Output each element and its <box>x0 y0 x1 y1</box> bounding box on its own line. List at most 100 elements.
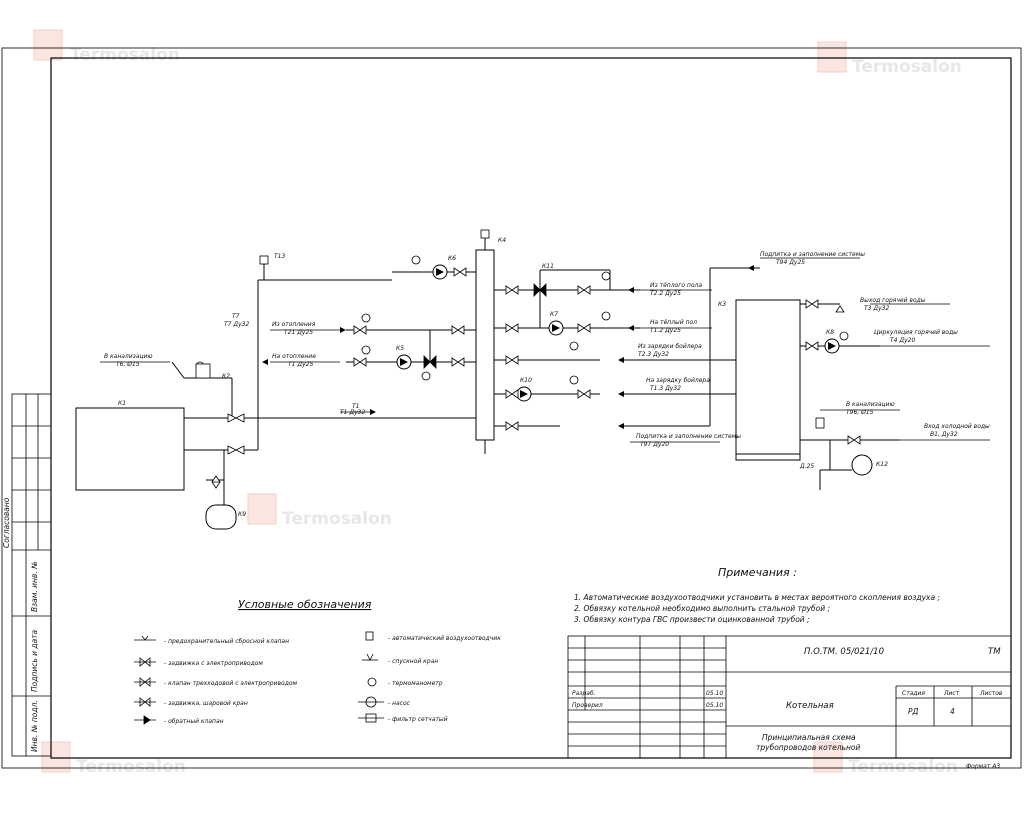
sheet-format: Формат А3 <box>966 763 1000 770</box>
legend-item-7: - спускной кран <box>388 658 438 665</box>
label-k11: К11 <box>542 263 554 270</box>
label-makeup-bottom: Подпитка и заполнение системы <box>636 433 741 440</box>
watermark-text: Termosalon <box>70 45 180 65</box>
legend-title: Условные обозначения <box>238 598 372 611</box>
watermark-top-right: Termosalon <box>817 41 962 77</box>
watermark-bottom-right: Termosalon <box>813 741 958 777</box>
label-cold-water-in: Вход холодной воды <box>924 423 990 430</box>
valve-symbols <box>211 267 861 489</box>
title-date-2: 05.10 <box>706 702 723 709</box>
piping-lines <box>75 236 900 505</box>
drawing-title-line-1: Принципиальная схема <box>762 733 856 742</box>
label-makeup-top: Подпитка и заполнение системы <box>760 251 865 258</box>
watermark-text: Termosalon <box>76 757 186 777</box>
legend-item-5: - обратный клапан <box>164 718 224 725</box>
side-stamp <box>11 393 52 757</box>
legend-item-6: - автоматический воздухоотводчик <box>388 635 501 642</box>
watermark-bottom-left: Termosalon <box>41 741 186 777</box>
legend-item-2: - задвижка с электроприводом <box>164 660 263 667</box>
legend-item-1: - предохранительный сбросной клапан <box>164 638 289 645</box>
watermark-top-left: Termosalon <box>33 29 180 65</box>
label-to-boiler-charge: На зарядку бойлера <box>646 377 710 384</box>
boiler-tank-k3 <box>735 299 801 461</box>
title-stage-header: Стадия <box>902 690 925 697</box>
pump-arrows <box>400 268 836 398</box>
watermark-text: Termosalon <box>282 509 392 529</box>
label-k5: К5 <box>396 345 404 352</box>
label-cold-water-in-spec: В1, Ду32 <box>930 431 958 438</box>
label-t1-spec: Т1 Ду32 <box>340 409 365 416</box>
title-doc-code: П.О.ТМ. 05/021/10 <box>804 647 884 657</box>
label-from-floor: Из тёплого пола <box>650 282 702 289</box>
label-k1: К1 <box>118 400 126 407</box>
label-k4: К4 <box>498 237 506 244</box>
three-way-valves <box>423 283 547 369</box>
title-date-1: 05.10 <box>706 690 723 697</box>
label-sewer-right-spec: Т96, Ø15 <box>846 409 874 416</box>
label-from-floor-spec: Т2.2 Ду25 <box>650 290 681 297</box>
label-pipe-d25: Д.25 <box>799 463 814 470</box>
title-sheet-header: Лист <box>943 690 960 697</box>
legend-symbols <box>134 631 384 725</box>
watermark-middle: Termosalon <box>247 493 392 529</box>
side-label-sign-date: Подпись и дата <box>30 629 39 692</box>
label-to-floor-spec: Т1.2 Ду25 <box>650 327 681 334</box>
label-sewer-left: В канализацию <box>104 353 153 360</box>
legend-item-4: - задвижка, шаровой кран <box>164 700 248 707</box>
label-sewer-left-spec: Т6, Ø15 <box>116 361 140 368</box>
side-label-agreed: Согласовано <box>2 497 11 548</box>
label-k3: К3 <box>718 301 726 308</box>
label-k8: К8 <box>826 329 834 336</box>
legend-item-9: - насос <box>388 700 411 707</box>
title-role-2: Проверил <box>572 702 603 709</box>
label-t7: Т7 <box>232 313 240 320</box>
collector-k4 <box>475 249 495 441</box>
title-block-grid <box>567 635 1012 759</box>
label-k9: К9 <box>238 511 246 518</box>
label-to-heating-spec: Т1 Ду25 <box>288 361 313 368</box>
label-k12: К12 <box>876 461 888 468</box>
label-t13: Т13 <box>274 253 285 260</box>
side-label-inv-orig: Инв. № подл. <box>30 700 39 752</box>
note-2: 2. Обвязку котельной необходимо выполнит… <box>574 604 830 613</box>
label-from-heating: Из отопления <box>272 321 316 328</box>
boiler-k1 <box>75 407 185 491</box>
label-to-heating: На отопление <box>272 353 316 360</box>
watermark-text: Termosalon <box>848 757 958 777</box>
label-hot-water-out-spec: Т3 Ду32 <box>864 305 889 312</box>
side-label-inv-replace: Взам. инв. № <box>30 561 39 612</box>
title-mark: ТМ <box>988 647 1001 657</box>
label-hot-water-circ-spec: Т4 Ду20 <box>890 337 915 344</box>
label-k2: К2 <box>222 373 230 380</box>
label-t7-spec: Т7 Ду32 <box>224 321 249 328</box>
legend-item-10: - фильтр сетчатый <box>388 716 448 723</box>
label-from-heating-spec: Т21 Ду25 <box>284 329 313 336</box>
legend-item-3: - клапан трехходовой с электроприводом <box>164 680 298 687</box>
watermark-text: Termosalon <box>852 57 962 77</box>
legend-item-8: - термоманометр <box>388 680 443 687</box>
title-stage: РД <box>908 707 919 716</box>
label-to-boiler-charge-spec: Т1.3 Ду32 <box>650 385 681 392</box>
drawing-title-line-2: трубопроводов котельной <box>756 743 860 752</box>
title-object: Котельная <box>786 701 834 711</box>
note-1: 1. Автоматические воздухоотводчики устан… <box>574 593 940 602</box>
label-to-floor: На тёплый пол <box>650 319 697 326</box>
title-sheets-header: Листов <box>979 690 1003 697</box>
label-makeup-bottom-spec: Т97 Ду20 <box>640 441 669 448</box>
label-hot-water-circ: Циркуляция горячей воды <box>874 329 958 336</box>
label-from-boiler-charge: Из зарядки бойлера <box>638 343 702 350</box>
note-3: 3. Обвязку контура ГВС произвести оцинко… <box>574 615 810 624</box>
label-sewer-right: В канализацию <box>846 401 895 408</box>
label-t1: Т1 <box>352 403 359 410</box>
label-k7: К7 <box>550 311 558 318</box>
expansion-tank-k9 <box>205 504 237 530</box>
flow-arrows <box>100 257 990 443</box>
label-makeup-top-spec: Т94 Ду25 <box>776 259 805 266</box>
notes-title: Примечания : <box>718 566 797 579</box>
label-k10: К10 <box>520 377 532 384</box>
sheet-outer-border <box>1 47 1022 769</box>
title-sheet: 4 <box>950 707 955 716</box>
flow-arrowheads <box>262 265 754 429</box>
watermark-group: Termosalon Termosalon Termosalon Termosa… <box>33 29 962 777</box>
